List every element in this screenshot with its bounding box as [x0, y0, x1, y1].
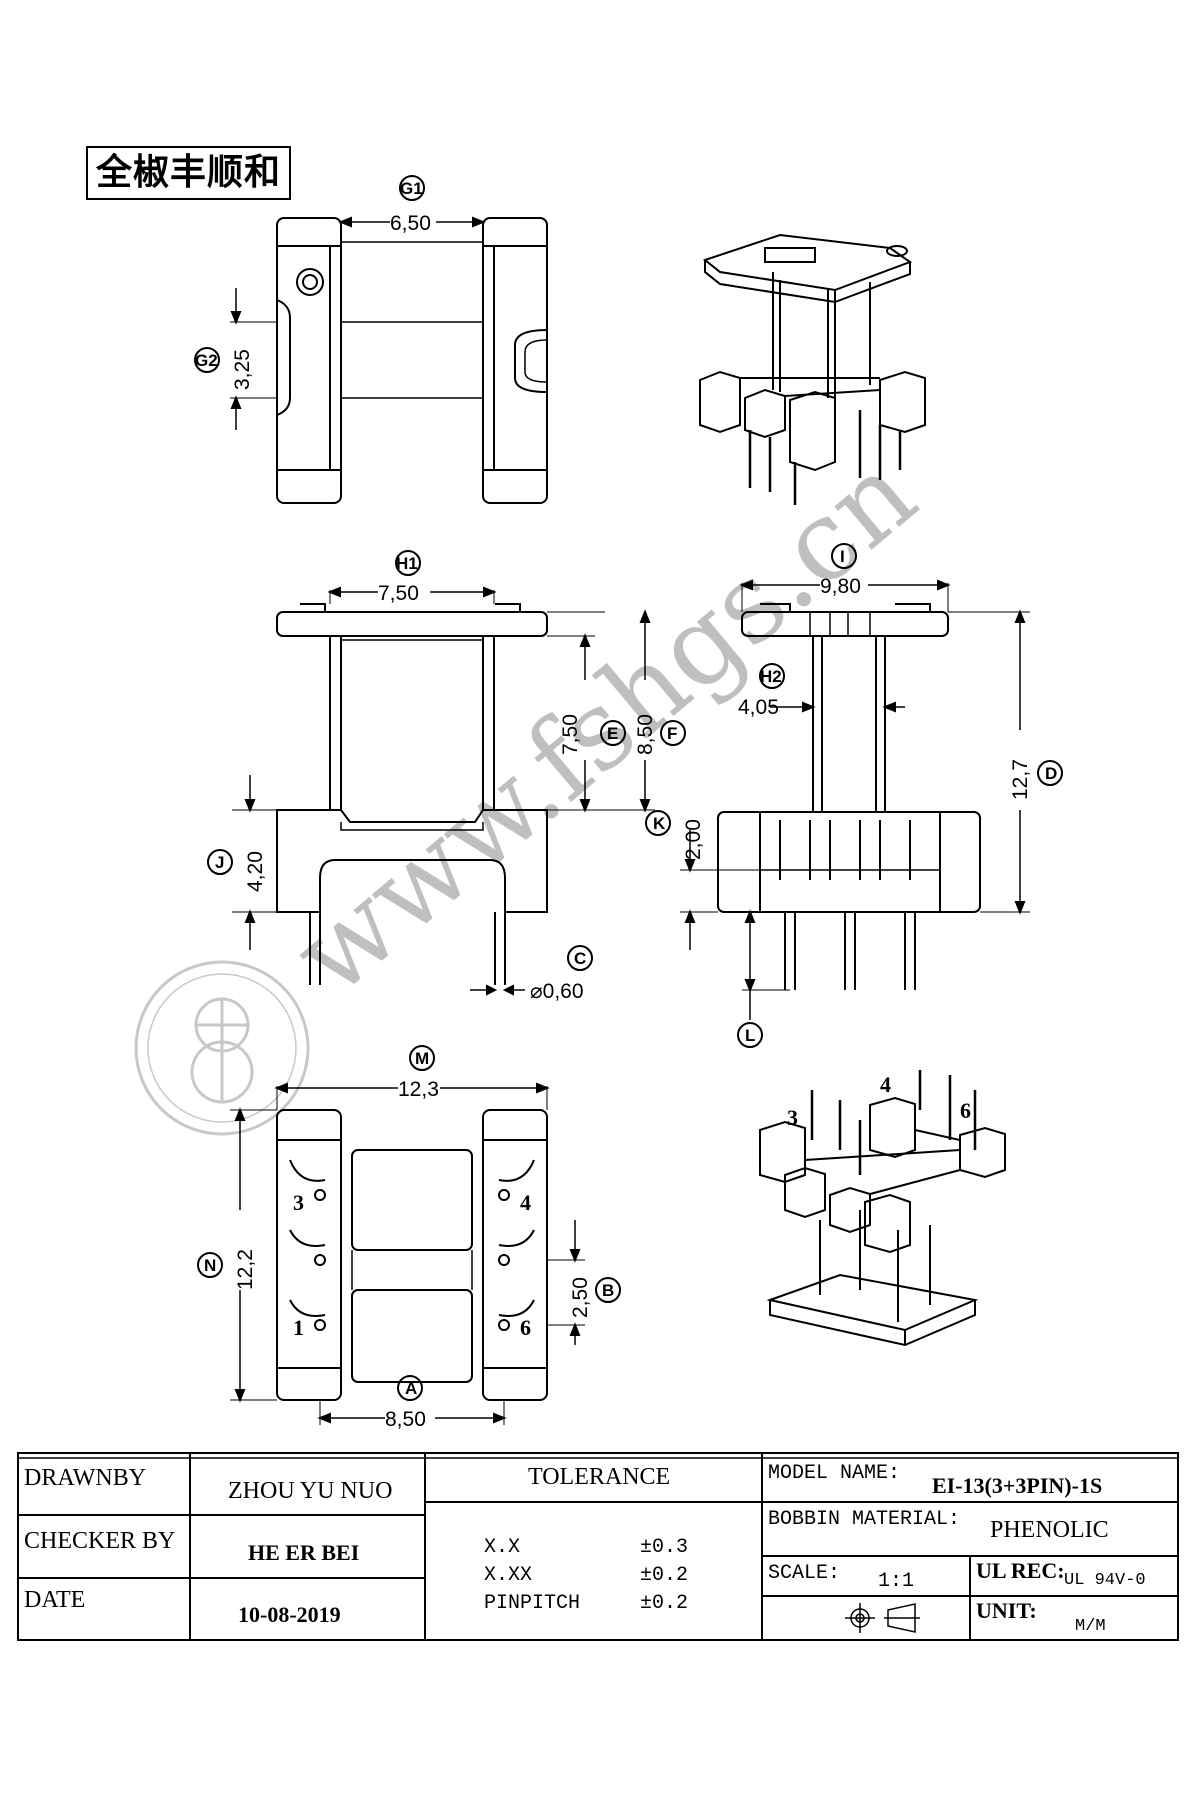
tol-val-2: ±0.2 [640, 1564, 688, 1587]
label-D: D [1045, 764, 1057, 783]
dim-B: 2,50 [569, 1277, 592, 1318]
label-A: A [405, 1379, 417, 1398]
label-H1: H1 [396, 554, 418, 573]
material-label: BOBBIN MATERIAL: [768, 1508, 960, 1531]
dim-M: 12,3 [398, 1078, 439, 1101]
label-G1: G1 [400, 179, 423, 198]
tol-key-2: X.XX [484, 1564, 532, 1587]
scale-label: SCALE: [768, 1562, 840, 1585]
watermark-logo [134, 960, 310, 1136]
brand-title: 全椒丰顺和 [86, 146, 292, 200]
label-L: L [745, 1026, 755, 1045]
label-G2: G2 [195, 351, 218, 370]
pin-3-label: 3 [293, 1190, 304, 1215]
checker-label: CHECKER BY [24, 1528, 175, 1554]
dim-H2: 4,05 [738, 696, 779, 719]
side-view: 9,80 I 4,05 H2 12,7 D 2,00 K L [645, 543, 1063, 1048]
dim-F: 8,50 [634, 714, 657, 755]
scale-value: 1:1 [878, 1570, 914, 1593]
unit-label: UNIT: [976, 1598, 1037, 1623]
label-H2: H2 [760, 667, 782, 686]
tolerance-title: TOLERANCE [528, 1464, 670, 1490]
iso-view-bottom: 3 4 6 [759, 1070, 1006, 1347]
label-I: I [840, 547, 845, 566]
material-value: PHENOLIC [990, 1517, 1109, 1543]
pin-4-label: 4 [520, 1190, 531, 1215]
label-C: C [574, 949, 586, 968]
projection-symbol [845, 1603, 920, 1633]
dim-G2: 3,25 [231, 349, 254, 390]
watermark: www.fshgs.cn [134, 429, 939, 1136]
ul-value: UL 94V-0 [1064, 1571, 1146, 1590]
dim-E: 7,50 [559, 714, 582, 755]
dim-H1: 7,50 [378, 582, 419, 605]
bottom-view: 3 4 1 6 12,3 M 12,2 N 2,50 B 8,50 A [197, 1045, 621, 1431]
label-E: E [607, 724, 618, 743]
dim-D: 12,7 [1009, 759, 1032, 800]
drawnby-label: DRAWNBY [24, 1465, 146, 1491]
label-M: M [415, 1049, 429, 1068]
date-label: DATE [24, 1587, 85, 1613]
iso-view-top [699, 233, 926, 505]
dim-K: 2,00 [682, 819, 705, 860]
tol-key-3: PINPITCH [484, 1592, 580, 1615]
top-view: 6,50 G1 3,25 G2 [194, 175, 548, 504]
dim-I: 9,80 [820, 575, 861, 598]
checker-value: HE ER BEI [248, 1540, 359, 1565]
dim-G1: 6,50 [390, 212, 431, 235]
ul-label: UL REC: [976, 1558, 1065, 1583]
model-label: MODEL NAME: [768, 1462, 900, 1485]
iso-pin-3-label: 3 [787, 1105, 798, 1130]
iso-pin-6-label: 6 [960, 1098, 971, 1123]
unit-value: M/M [1075, 1617, 1106, 1636]
label-N: N [204, 1256, 216, 1275]
label-B: B [602, 1281, 614, 1300]
dim-A: 8,50 [385, 1408, 426, 1431]
drawnby-value: ZHOU YU NUO [228, 1478, 392, 1504]
tol-val-3: ±0.2 [640, 1592, 688, 1615]
tol-val-1: ±0.3 [640, 1536, 688, 1559]
model-value: EI-13(3+3PIN)-1S [932, 1473, 1102, 1498]
front-view: 7,50 H1 7,50 E 8,50 F 4,20 J ⌀0,60 C [207, 550, 686, 1003]
title-block: DRAWNBY ZHOU YU NUO CHECKER BY HE ER BEI… [17, 1452, 1179, 1641]
dim-C: ⌀0,60 [530, 980, 584, 1003]
pin-6-label: 6 [520, 1315, 531, 1340]
label-F: F [667, 724, 677, 743]
dim-N: 12,2 [234, 1249, 257, 1290]
pin-1-label: 1 [293, 1315, 304, 1340]
label-K: K [653, 814, 666, 833]
date-value: 10-08-2019 [238, 1602, 341, 1627]
dim-J: 4,20 [244, 851, 267, 892]
iso-pin-4-label: 4 [880, 1072, 891, 1097]
tol-key-1: X.X [484, 1536, 520, 1559]
label-J: J [215, 853, 224, 872]
